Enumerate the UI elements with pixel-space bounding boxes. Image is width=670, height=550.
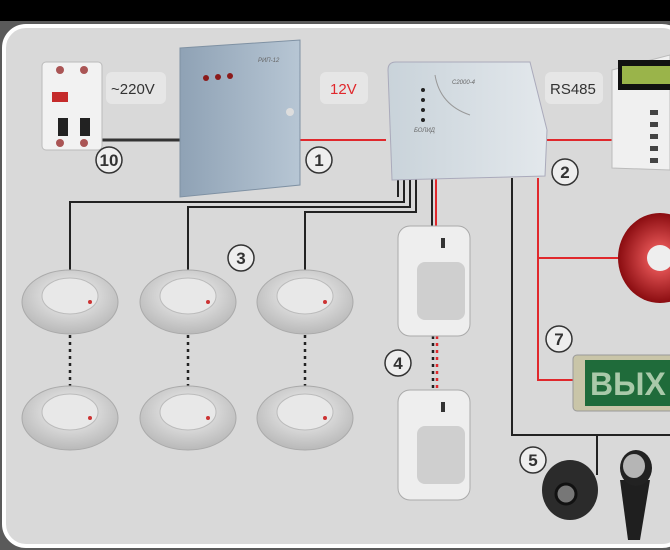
exit-wire <box>537 178 575 381</box>
callout-7: 7 <box>545 325 573 353</box>
loop-wire-2 <box>187 178 411 272</box>
controller-brand: БОЛИД <box>414 128 436 134</box>
svg-text:7: 7 <box>554 330 563 349</box>
svg-text:2: 2 <box>560 163 569 182</box>
reader-wire <box>511 178 670 436</box>
smoke-detector <box>139 385 237 451</box>
svg-text:10: 10 <box>100 151 119 170</box>
loop-wire-1 <box>69 178 405 272</box>
smoke-detector <box>21 269 119 335</box>
wires <box>68 138 670 475</box>
svg-text:5: 5 <box>528 451 537 470</box>
svg-text:3: 3 <box>236 249 245 268</box>
smoke-detector <box>21 385 119 451</box>
loop-wire-3 <box>304 178 417 272</box>
circuit-breaker <box>41 61 103 151</box>
psu-model: РИП-12 <box>258 58 280 64</box>
exit-sign: ВЫХ <box>572 354 670 412</box>
callout-5: 5 <box>519 446 547 474</box>
callout-1: 1 <box>305 146 333 174</box>
smoke-detector <box>139 269 237 335</box>
callout-2: 2 <box>551 158 579 186</box>
power-supply: РИП-12 <box>179 39 301 198</box>
smoke-detectors <box>21 269 354 451</box>
smoke-detector <box>256 385 354 451</box>
controller: С2000-4 БОЛИД <box>387 61 548 181</box>
touch-memory-reader <box>542 460 598 520</box>
controller-model: С2000-4 <box>452 80 476 86</box>
touch-memory-key <box>620 450 652 540</box>
keypad <box>611 54 670 171</box>
motion-sensors <box>397 225 471 501</box>
callout-10: 10 <box>95 146 123 174</box>
exit-sign-text: ВЫХ <box>590 366 666 402</box>
smoke-detector <box>256 269 354 335</box>
motion-sensor <box>397 225 471 337</box>
power-label: 12V <box>330 81 357 98</box>
svg-text:4: 4 <box>393 354 403 373</box>
callout-3: 3 <box>227 244 255 272</box>
svg-text:1: 1 <box>314 151 323 170</box>
bus-label: RS485 <box>550 81 596 98</box>
siren <box>618 213 670 303</box>
callout-4: 4 <box>384 349 412 377</box>
mains-label: ~220V <box>111 81 155 98</box>
motion-sensor <box>397 389 471 501</box>
